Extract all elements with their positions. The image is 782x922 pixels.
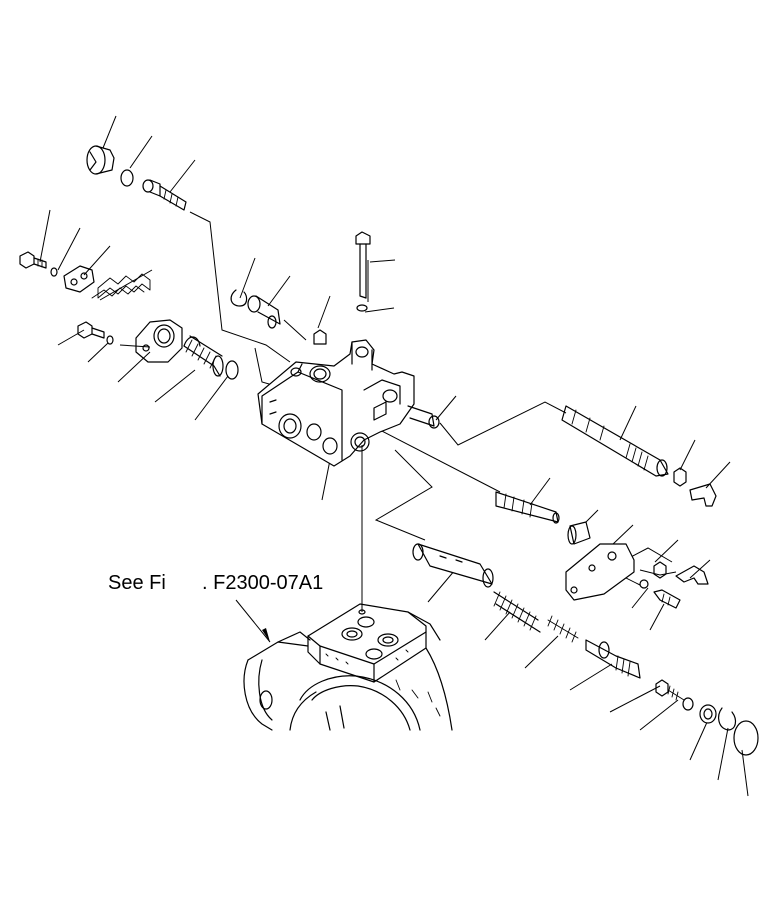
snap-ring-middle <box>230 289 248 307</box>
stem-nut <box>655 679 669 697</box>
reference-arrowhead <box>262 628 270 642</box>
cover-bolt <box>653 589 681 609</box>
secondary-spool <box>495 491 560 524</box>
left-bolt-2 <box>77 321 105 339</box>
cover-nut <box>653 561 667 579</box>
long-bolt <box>355 231 371 299</box>
spool-nut <box>673 467 687 487</box>
piston-spring <box>183 335 224 377</box>
left-washer-2 <box>106 335 114 345</box>
reference-arrow-line <box>235 599 271 643</box>
tiny-spring <box>667 685 685 701</box>
small-plug <box>313 329 327 345</box>
cap-plug <box>86 145 115 175</box>
body-fitting <box>407 405 440 429</box>
left-bolt-1 <box>19 251 47 269</box>
mounting-housing <box>243 603 453 731</box>
reference-label: See Fi <box>108 572 166 594</box>
spool-shaft <box>561 405 669 477</box>
orifice-plug <box>247 295 281 329</box>
cover-washer <box>639 579 649 589</box>
large-spring <box>493 591 541 633</box>
lever-bracket <box>689 483 717 507</box>
valve-stem <box>585 639 641 679</box>
flange-cover <box>135 319 183 363</box>
cover-plate <box>565 543 635 601</box>
stem-ball <box>682 697 694 711</box>
valve-body <box>257 339 415 467</box>
o-ring-top <box>120 169 134 187</box>
reference-code: . F2300-07A1 <box>202 572 323 594</box>
reference-note: See Fi . F2300-07A1 <box>108 572 323 643</box>
left-flange-plate <box>63 265 95 293</box>
top-bolt <box>142 179 187 211</box>
spool-sleeve <box>567 521 591 545</box>
o-ring-left <box>225 360 239 380</box>
small-spring <box>547 615 579 643</box>
bolt-washer <box>356 304 368 312</box>
end-plug <box>699 704 717 724</box>
end-cap <box>733 720 759 756</box>
left-washer-1 <box>50 267 58 277</box>
large-spool <box>412 543 494 588</box>
end-snap-ring <box>718 707 737 731</box>
shim-plates <box>91 273 151 299</box>
callout-leaders <box>39 115 749 797</box>
lever-arm <box>675 565 709 585</box>
